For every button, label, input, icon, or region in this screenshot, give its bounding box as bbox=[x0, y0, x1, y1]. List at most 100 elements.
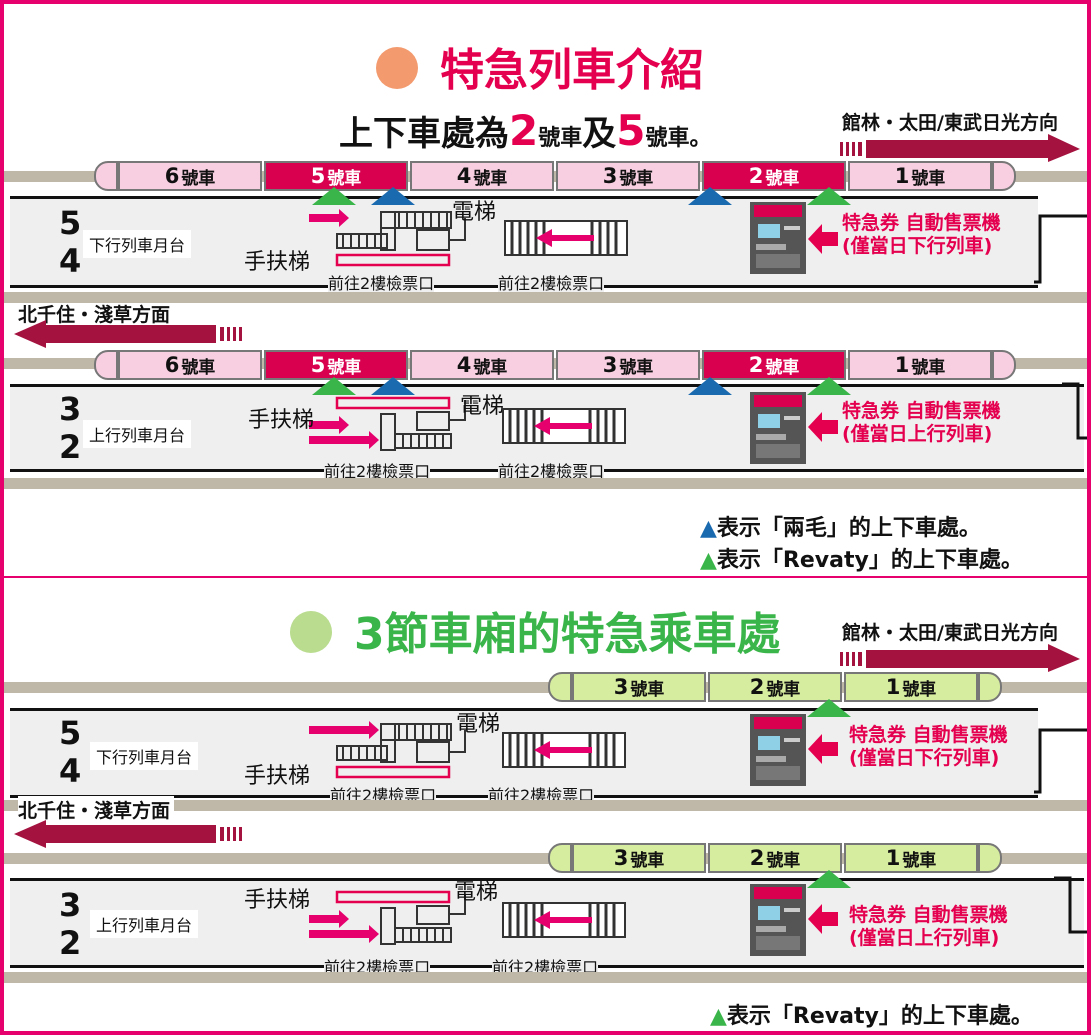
to-gate-label: 前往2樓檢票口 bbox=[498, 270, 605, 294]
to-gate-label: 前往2樓檢票口 bbox=[328, 270, 435, 294]
green-marker-icon: ▲ bbox=[700, 548, 717, 573]
direction-label-inbound: 北千住・淺草方面 bbox=[18, 796, 175, 823]
car-suffix: 號車 bbox=[619, 168, 654, 189]
blue-marker-icon bbox=[371, 377, 415, 395]
platform-name-up: 上行列車月台 bbox=[83, 420, 192, 448]
green-marker-icon bbox=[312, 377, 356, 395]
ticket-machine-label: 特急券 自動售票機 (僅當日上行列車) bbox=[842, 400, 1001, 445]
car-number: 1 bbox=[894, 164, 910, 188]
arrow-left-red-icon bbox=[808, 412, 838, 442]
car-suffix: 號車 bbox=[327, 168, 362, 189]
stairs-escalator-block bbox=[309, 890, 466, 945]
car-suffix: 號車 bbox=[902, 679, 937, 700]
arrow-left-red-icon bbox=[808, 224, 838, 254]
rail bbox=[4, 853, 1087, 864]
train-nose bbox=[978, 843, 1002, 873]
car-number: 6 bbox=[164, 353, 180, 377]
train-nose bbox=[992, 350, 1016, 380]
stairs-icon bbox=[502, 732, 626, 768]
car-number: 6 bbox=[164, 164, 180, 188]
stairs-escalator-block bbox=[309, 209, 466, 267]
train-nose bbox=[548, 843, 572, 873]
green-dot-icon bbox=[290, 611, 332, 653]
blue-marker-icon bbox=[688, 187, 732, 205]
platform-name-down: 下行列車月台 bbox=[83, 230, 192, 258]
train-nose bbox=[548, 672, 572, 702]
car-suffix: 號車 bbox=[181, 357, 216, 378]
car-suffix: 號車 bbox=[327, 357, 362, 378]
platform-edge-line bbox=[1034, 728, 1087, 794]
track-numbers-down: 5 4 bbox=[59, 714, 82, 790]
stairs-escalator-block bbox=[309, 396, 466, 451]
stairs-icon bbox=[502, 408, 626, 444]
car-suffix: 號車 bbox=[473, 357, 508, 378]
train-nose bbox=[978, 672, 1002, 702]
direction-label-inbound: 北千住・淺草方面 bbox=[18, 304, 171, 326]
track-numbers-down: 5 4 bbox=[59, 204, 82, 280]
ticket-machine-label: 特急券 自動售票機 (僅當日下行列車) bbox=[849, 724, 1008, 769]
direction-label-outbound: 館林・太田/東武日光方向 bbox=[842, 622, 1058, 644]
rail bbox=[4, 682, 1087, 693]
car-number: 2 bbox=[748, 353, 764, 377]
platform-edge-line bbox=[1034, 214, 1087, 284]
legend-blue: ▲表示「兩毛」的上下車處。 bbox=[700, 516, 981, 541]
car-suffix: 號車 bbox=[902, 850, 937, 871]
elevator-label: 電梯 bbox=[456, 712, 501, 737]
platform-name-up: 上行列車月台 bbox=[90, 910, 199, 938]
blue-marker-icon bbox=[371, 187, 415, 205]
car-suffix: 號車 bbox=[619, 357, 654, 378]
car-number: 1 bbox=[885, 846, 901, 870]
green-marker-icon bbox=[807, 870, 851, 888]
ticket-machine-label: 特急券 自動售票機 (僅當日下行列車) bbox=[842, 212, 1001, 257]
arrow-left-red-icon bbox=[808, 734, 838, 764]
car-number: 3 bbox=[602, 164, 618, 188]
escalator-label: 手扶梯 bbox=[244, 888, 311, 913]
section1-subtitle: 上下車處為2號車及5號車。 bbox=[339, 106, 712, 155]
car-suffix: 號車 bbox=[181, 168, 216, 189]
train-nose bbox=[94, 350, 118, 380]
ticket-machine-icon bbox=[750, 202, 806, 274]
arrow-left-red-icon bbox=[808, 904, 838, 934]
platform-name-down: 下行列車月台 bbox=[90, 742, 199, 770]
blue-marker-icon: ▲ bbox=[700, 516, 717, 541]
green-marker-icon bbox=[807, 187, 851, 205]
arrow-right-icon bbox=[840, 134, 1080, 162]
section1-title: 特急列車介紹 bbox=[376, 34, 704, 98]
rail bbox=[4, 292, 1087, 303]
car-number: 2 bbox=[749, 675, 765, 699]
rail bbox=[4, 478, 1087, 489]
ticket-machine-icon bbox=[750, 714, 806, 786]
track-numbers-up: 3 2 bbox=[59, 390, 82, 466]
escalator-label: 手扶梯 bbox=[244, 250, 311, 275]
train-nose bbox=[992, 161, 1016, 191]
orange-dot-icon bbox=[376, 47, 418, 89]
car-number: 3 bbox=[602, 353, 618, 377]
car-suffix: 號車 bbox=[473, 168, 508, 189]
car-number: 4 bbox=[456, 164, 472, 188]
elevator-label: 電梯 bbox=[452, 200, 497, 225]
legend-green: ▲表示「Revaty」的上下車處。 bbox=[710, 1004, 1033, 1029]
green-marker-icon bbox=[807, 377, 851, 395]
arrow-left-icon bbox=[14, 320, 242, 348]
arrow-left-icon bbox=[14, 820, 242, 848]
car-suffix: 號車 bbox=[630, 850, 665, 871]
ticket-machine-icon bbox=[750, 392, 806, 464]
escalator-label: 手扶梯 bbox=[244, 764, 311, 789]
escalator-label: 手扶梯 bbox=[248, 408, 315, 433]
